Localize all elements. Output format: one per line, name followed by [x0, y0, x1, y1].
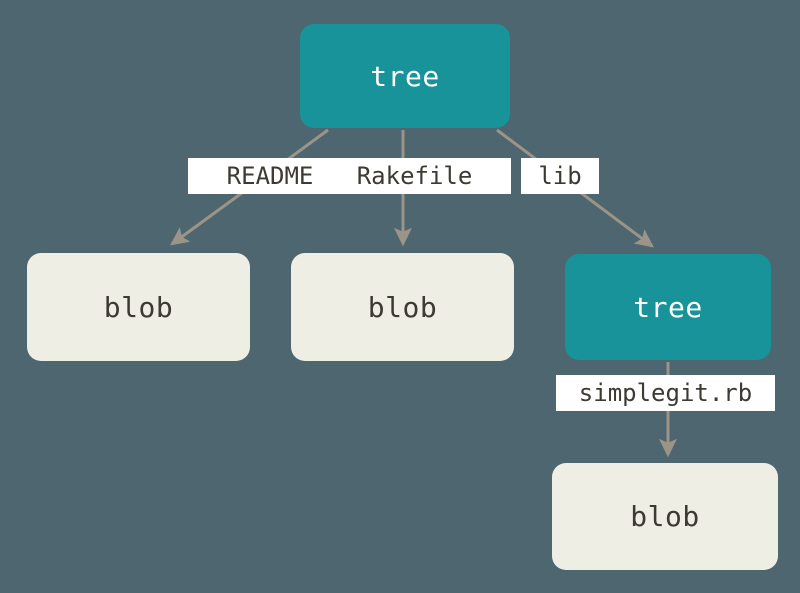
- node-root-tree-label: tree: [370, 59, 440, 93]
- node-blob-readme-label: blob: [103, 290, 174, 324]
- node-blob-simplegit[interactable]: blob: [552, 463, 778, 570]
- node-blob-simplegit-label: blob: [630, 500, 700, 533]
- edge-label-lib: lib: [521, 158, 599, 194]
- node-blob-readme[interactable]: blob: [27, 253, 250, 361]
- node-blob-rakefile[interactable]: blob: [291, 253, 514, 361]
- node-blob-rakefile-label: blob: [367, 290, 438, 324]
- node-lib-tree-label: tree: [633, 290, 703, 324]
- node-lib-tree[interactable]: tree: [565, 254, 771, 360]
- node-root-tree[interactable]: tree: [300, 24, 510, 128]
- edge-label-simplegit: simplegit.rb: [556, 375, 775, 411]
- edge-label-readme-rakefile: README Rakefile: [188, 158, 511, 194]
